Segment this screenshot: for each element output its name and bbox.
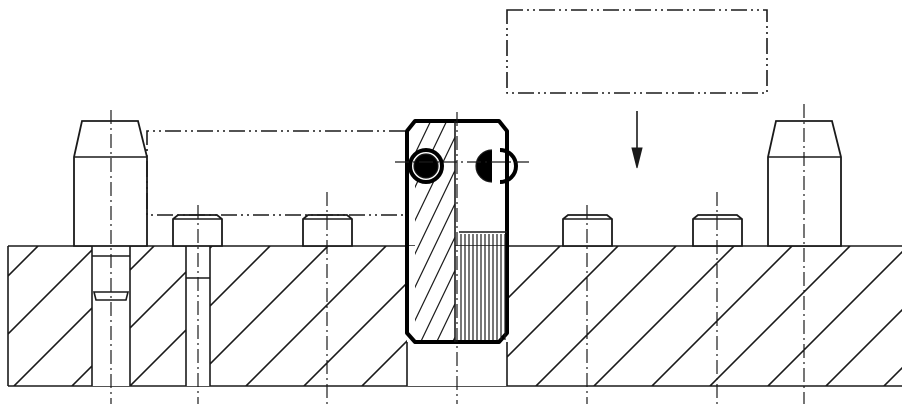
hatch-line bbox=[245, 246, 387, 386]
down-arrow-icon bbox=[631, 111, 643, 169]
workpiece-phantom-upper bbox=[506, 9, 768, 94]
hatch-line bbox=[593, 246, 735, 386]
clamp-block-hole-left bbox=[408, 148, 444, 184]
hatch-line bbox=[8, 246, 97, 336]
hatch-line bbox=[187, 246, 329, 386]
centerlines bbox=[110, 104, 805, 404]
hatch-line bbox=[415, 122, 455, 342]
hatch-line bbox=[415, 122, 455, 342]
clamp-block-knurl bbox=[460, 234, 506, 340]
hatch-line bbox=[709, 246, 851, 386]
hatch-line bbox=[427, 122, 455, 342]
hatch-line bbox=[825, 308, 902, 386]
hatch-line bbox=[767, 250, 902, 386]
hatch-line bbox=[651, 246, 793, 386]
hatch-line bbox=[415, 122, 455, 342]
clamp-block-hole-right bbox=[499, 148, 518, 184]
hatch-line bbox=[415, 122, 455, 342]
hatch-line bbox=[8, 246, 39, 278]
workpiece-phantom-left bbox=[146, 130, 405, 216]
hatch-line bbox=[415, 122, 455, 342]
clamp-block bbox=[405, 119, 518, 344]
hatch-line bbox=[535, 246, 677, 386]
clamp-block-outline bbox=[405, 119, 509, 344]
